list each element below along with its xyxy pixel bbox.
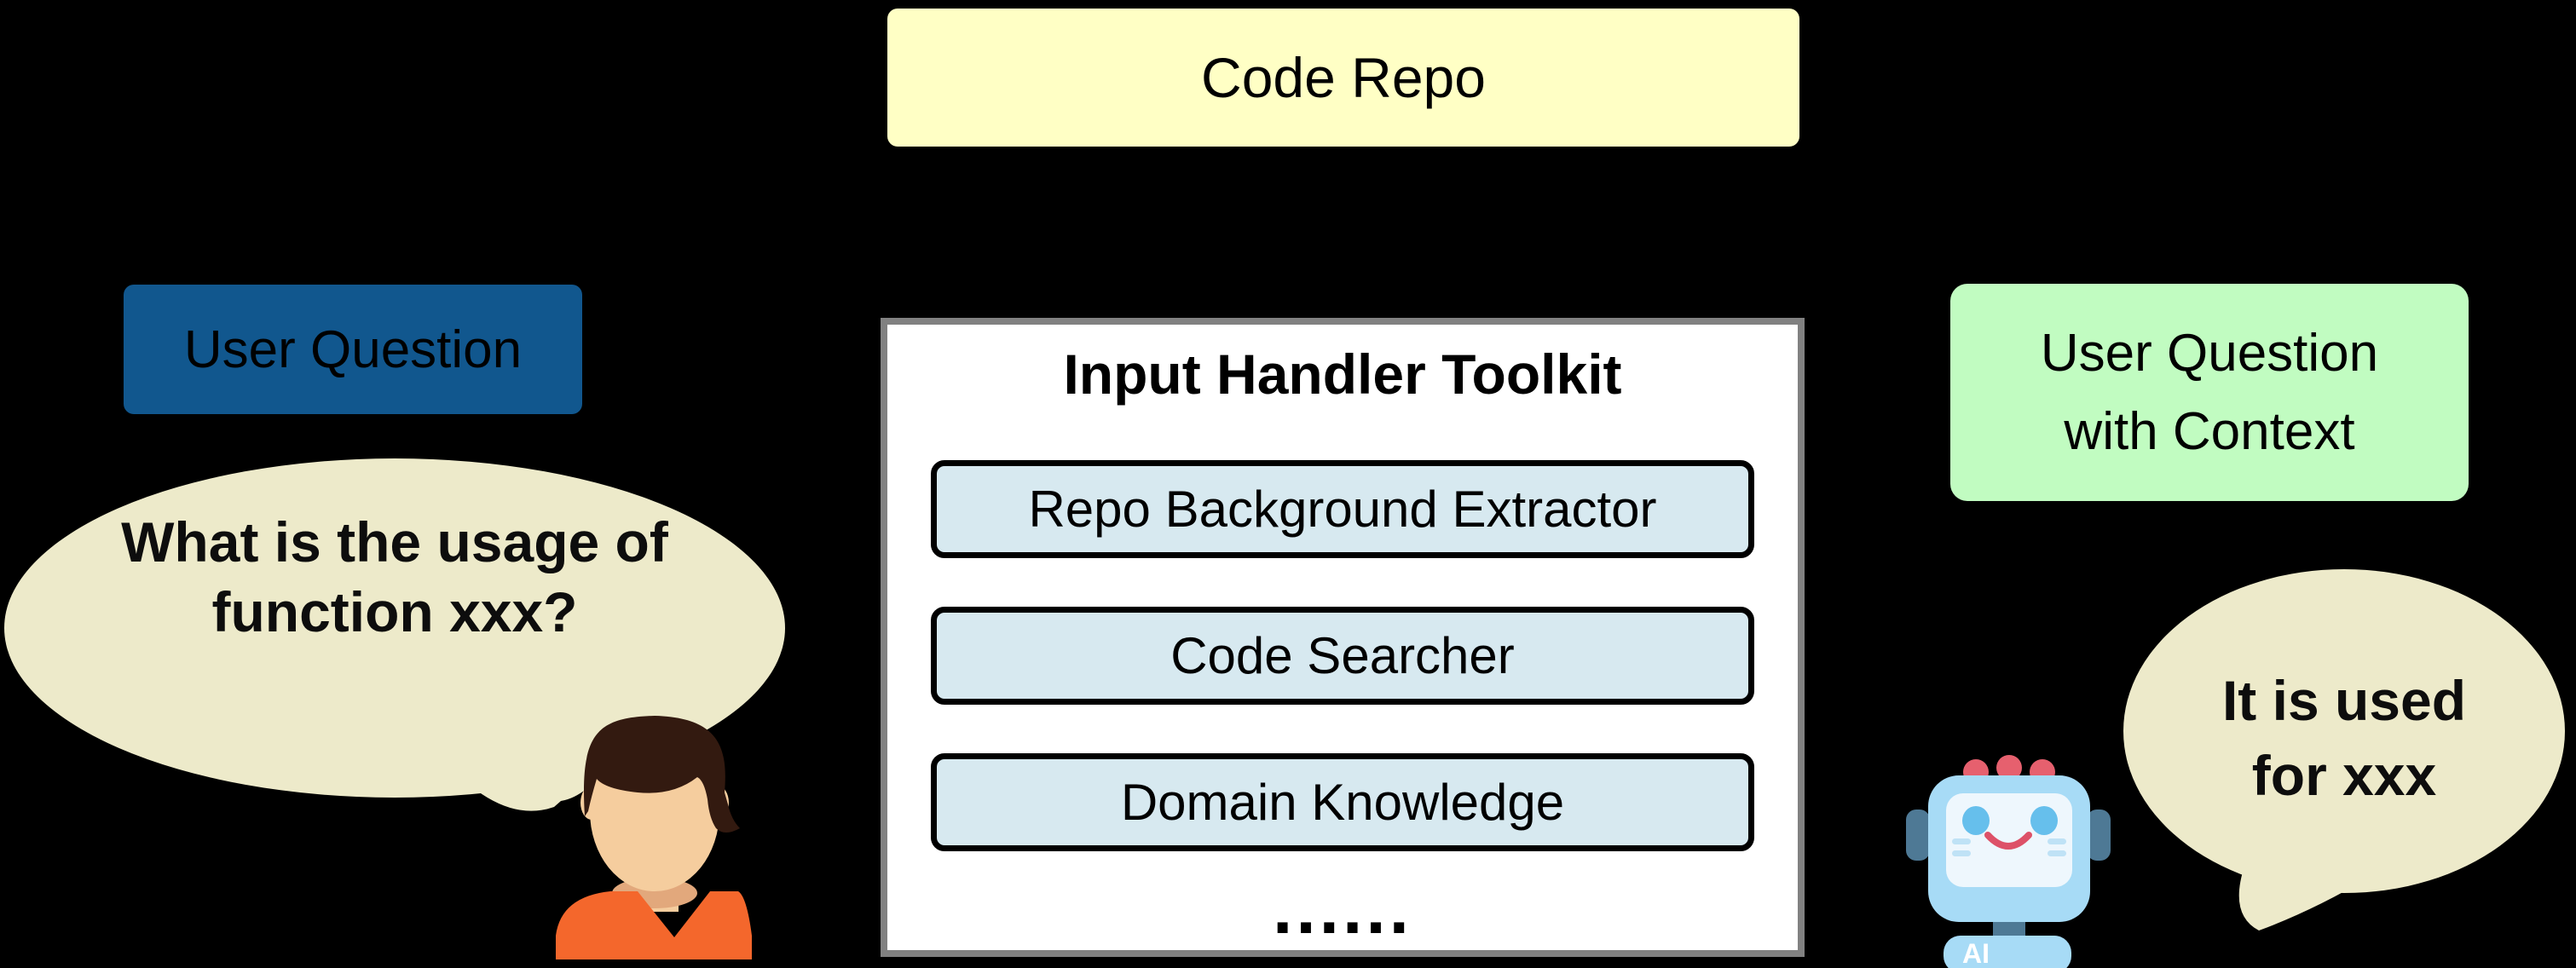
input-handler-toolkit-panel: Input Handler Toolkit Repo Background Ex… <box>881 318 1805 957</box>
robot-eye-right <box>2030 806 2058 835</box>
toolkit-item-label: Code Searcher <box>1170 627 1515 684</box>
robot-ear-right <box>2087 810 2111 861</box>
robot-ear-left <box>1906 810 1930 861</box>
ai-speech-bubble-text: It is used for xxx <box>2140 663 2549 813</box>
robot-cheek-line <box>1952 850 1971 856</box>
user-question-label: User Question <box>183 320 523 379</box>
toolkit-item-label: Repo Background Extractor <box>1028 481 1657 538</box>
toolkit-ellipsis: ...... <box>1272 868 1413 948</box>
robot-chest-label: AI <box>1962 938 1990 968</box>
toolkit-item-repo-background-extractor: Repo Background Extractor <box>931 460 1754 558</box>
robot-cheek-line <box>2048 850 2066 856</box>
ai-speech-line2: for xxx <box>2251 744 2437 807</box>
user-speech-bubble-text: What is the usage of function xxx? <box>54 507 736 647</box>
toolkit-item-domain-knowledge: Domain Knowledge <box>931 753 1754 851</box>
arrow-code-repo-to-toolkit <box>1328 147 1359 326</box>
code-repo-label: Code Repo <box>1201 46 1486 109</box>
robot-body <box>1944 936 2071 968</box>
user-question-with-context-box: User Question with Context <box>1950 284 2469 501</box>
ai-speech-bubble <box>2123 569 2565 931</box>
robot-cheek-line <box>2048 838 2066 844</box>
person-hair <box>583 716 740 833</box>
robot-antenna <box>1996 755 2022 781</box>
context-box-line1: User Question <box>2040 323 2379 383</box>
robot-cheek-line <box>1952 838 1971 844</box>
person-icon <box>556 716 752 959</box>
toolkit-item-label: Domain Knowledge <box>1120 774 1565 831</box>
ai-speech-line1: It is used <box>2221 669 2467 732</box>
user-speech-line2: function xxx? <box>211 580 578 643</box>
user-speech-line1: What is the usage of <box>121 510 668 573</box>
arrow-toolkit-to-context <box>1795 498 1945 512</box>
toolkit-item-code-searcher: Code Searcher <box>931 607 1754 705</box>
toolkit-title: Input Handler Toolkit <box>1063 343 1622 406</box>
context-box-line2: with Context <box>2064 401 2355 461</box>
robot-icon: AI <box>1906 755 2111 968</box>
robot-smile <box>1984 832 2032 850</box>
code-repo-box: Code Repo <box>887 9 1799 147</box>
robot-eye-left <box>1962 806 1990 835</box>
person-shirt <box>556 891 752 959</box>
user-question-box: User Question <box>124 285 582 414</box>
ai-speech-bubble-tail <box>2238 859 2371 931</box>
